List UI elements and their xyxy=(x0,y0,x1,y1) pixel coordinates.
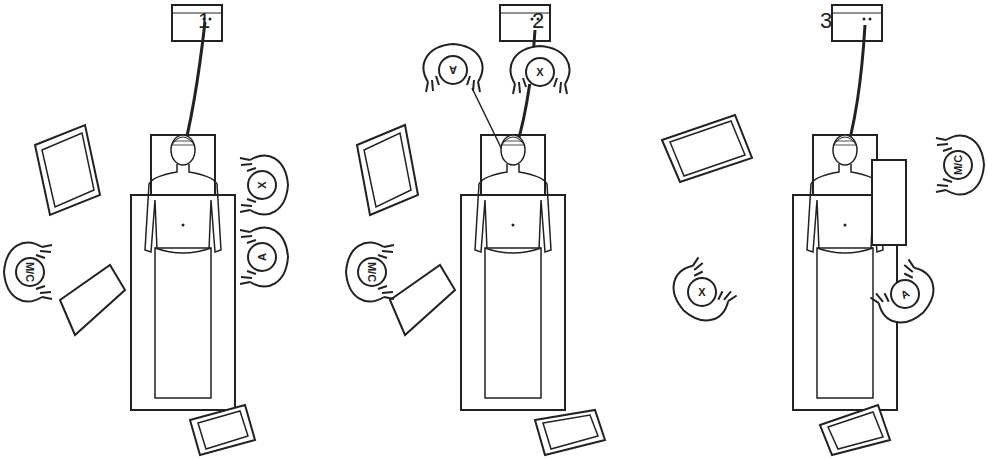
panel-number: 1 xyxy=(198,8,210,34)
staff-head: X xyxy=(525,57,555,87)
role-letter: X xyxy=(698,286,705,298)
panel-number: 3 xyxy=(820,8,832,34)
staff-head: X xyxy=(247,170,277,200)
role-letter: A xyxy=(449,64,457,76)
staff-head: M/C xyxy=(15,257,45,287)
role-letter: A xyxy=(256,253,268,261)
staff-head: A xyxy=(438,55,468,85)
role-letter: X xyxy=(256,181,268,188)
staff-head: X xyxy=(687,277,717,307)
role-letter: A xyxy=(899,287,912,301)
staff-head: M/C xyxy=(943,150,973,180)
panel-number: 2 xyxy=(532,8,544,34)
staff-head: M/C xyxy=(357,257,387,287)
panel-3 xyxy=(662,5,984,455)
role-letter: M/C xyxy=(952,155,964,175)
role-letter: M/C xyxy=(366,262,378,282)
staff-head: A xyxy=(247,242,277,272)
role-letter: M/C xyxy=(24,262,36,282)
role-letter: X xyxy=(536,66,543,78)
staff-head: A xyxy=(890,279,920,309)
panel-2 xyxy=(346,5,605,455)
panel-1 xyxy=(4,5,288,455)
